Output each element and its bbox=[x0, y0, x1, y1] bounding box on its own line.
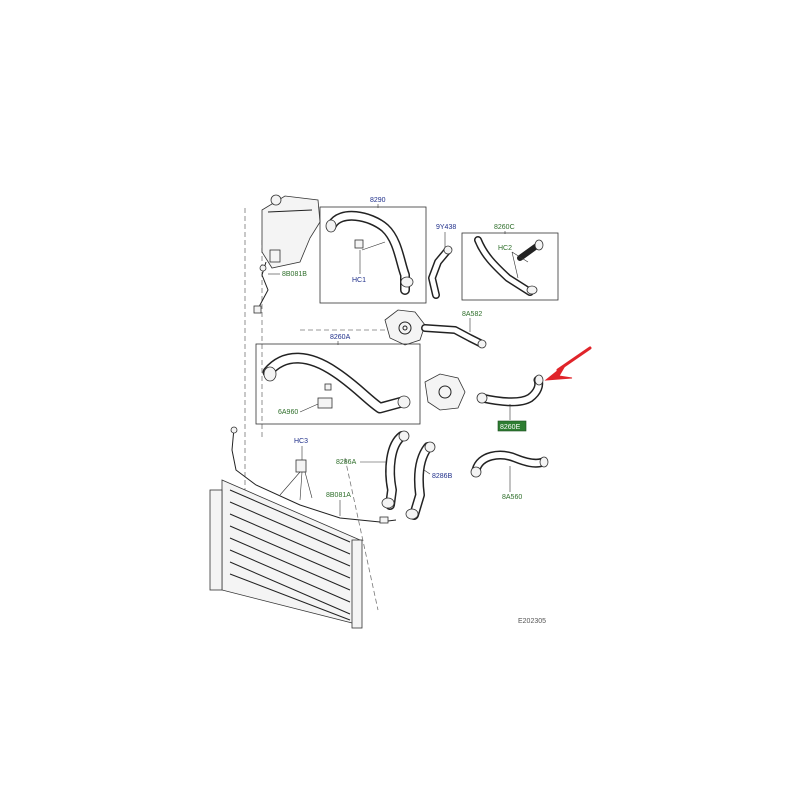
label-8a582: 8A582 bbox=[462, 311, 482, 318]
label-hc2: HC2 bbox=[498, 245, 512, 252]
label-8260c: 8260C bbox=[494, 224, 515, 231]
bracket-8b081a-part bbox=[230, 426, 397, 524]
label-hc3: HC3 bbox=[294, 438, 308, 445]
clip-hc3-part bbox=[279, 459, 313, 501]
bracket-8b081b-part bbox=[253, 261, 269, 314]
expansion-tank bbox=[261, 194, 321, 269]
thermostat-housing-part bbox=[424, 373, 466, 411]
box-8290 bbox=[319, 206, 427, 304]
label-8290: 8290 bbox=[370, 197, 386, 204]
hose-8290-part bbox=[325, 210, 414, 295]
label-hc1: HC1 bbox=[352, 277, 366, 284]
hose-8a560-part bbox=[470, 450, 549, 478]
label-8a560: 8A560 bbox=[502, 494, 522, 501]
box-8260c bbox=[461, 232, 559, 301]
label-8260e: 8260E bbox=[500, 424, 521, 431]
hose-8260c-part bbox=[474, 236, 544, 296]
label-8260e-highlight bbox=[497, 420, 527, 432]
label-8286a: 8286A bbox=[336, 459, 357, 466]
label-9y438: 9Y438 bbox=[436, 224, 456, 231]
label-8286b: 8286B bbox=[432, 473, 453, 480]
hose-8286b-part bbox=[405, 441, 436, 520]
hose-8a582-part bbox=[421, 324, 487, 349]
hose-8260e-part bbox=[476, 374, 544, 407]
label-8b081b: 8B081B bbox=[282, 271, 307, 278]
diagram-reference: E202305 bbox=[518, 618, 546, 625]
arrow-down-left-icon bbox=[544, 346, 592, 381]
hose-8260a-part bbox=[262, 352, 411, 414]
label-8260a: 8260A bbox=[330, 334, 351, 341]
hose-9y438-part bbox=[428, 245, 453, 299]
radiator-part bbox=[209, 479, 363, 629]
label-6a960: 6A960 bbox=[278, 409, 298, 416]
pump-housing-part bbox=[384, 309, 426, 346]
hose-8286a-part bbox=[381, 430, 410, 510]
label-8b081a: 8B081A bbox=[326, 492, 351, 499]
